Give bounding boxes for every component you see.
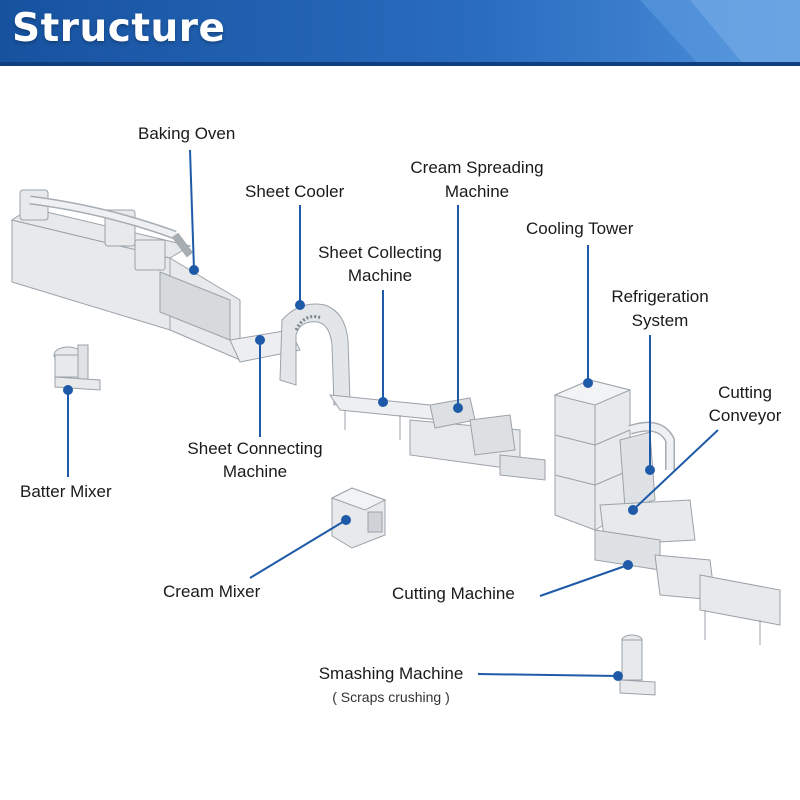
cooling-tower-unit	[553, 379, 675, 531]
sheet-cooler-unit	[279, 303, 351, 406]
label-sheet-connecting-line1: Sheet Connecting	[187, 439, 323, 458]
label-sheet-collecting-line1: Sheet Collecting	[318, 243, 442, 262]
label-baking-oven: Baking Oven	[138, 124, 236, 143]
label-sheet-cooler: Sheet Cooler	[245, 182, 345, 201]
label-refrigeration-line2: System	[631, 311, 689, 330]
baking-oven-unit	[10, 189, 241, 361]
leader-smashing-machine	[477, 673, 619, 677]
label-cream-spreading-line2: Machine	[444, 182, 510, 201]
leader-cream-mixer	[249, 519, 347, 579]
batter-mixer-unit	[53, 344, 101, 391]
label-sheet-connecting-line2: Machine	[222, 462, 288, 481]
cream-mixer-unit	[330, 487, 387, 549]
label-cooling-tower: Cooling Tower	[526, 219, 634, 238]
smashing-machine-unit	[619, 634, 656, 696]
leader-cutting-conveyor	[632, 429, 719, 511]
label-cutting-machine: Cutting Machine	[392, 584, 515, 603]
label-cutting-conveyor-line2: Conveyor	[708, 406, 782, 425]
label-smashing-machine: Smashing Machine	[318, 664, 464, 683]
label-smashing-note: ( Scraps crushing )	[332, 689, 450, 705]
leader-cutting-machine	[539, 564, 629, 597]
production-line-diagram	[10, 149, 781, 696]
cream-spreading-unit	[409, 397, 546, 481]
cutting-machine-unit	[594, 499, 781, 645]
leader-baking-oven	[189, 149, 195, 271]
header-banner: Structure	[0, 0, 800, 66]
label-cream-spreading-line1: Cream Spreading	[410, 158, 544, 177]
page-title: Structure	[12, 6, 226, 51]
label-batter-mixer: Batter Mixer	[20, 482, 112, 501]
banner-background	[0, 0, 800, 66]
label-sheet-collecting-line2: Machine	[347, 266, 413, 285]
label-refrigeration-line1: Refrigeration	[611, 287, 709, 306]
label-cutting-conveyor-line1: Cutting	[718, 383, 772, 402]
label-cream-mixer: Cream Mixer	[163, 582, 261, 601]
